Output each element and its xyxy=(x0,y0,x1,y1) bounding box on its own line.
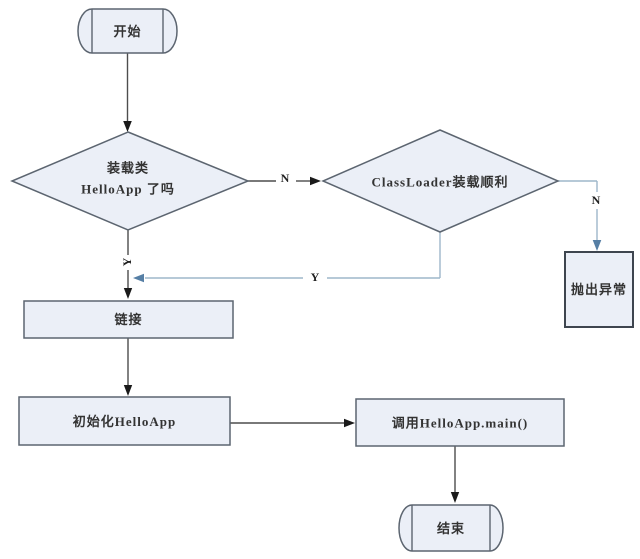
arrowhead-down-icon xyxy=(123,288,133,299)
load-check-shape xyxy=(10,131,250,231)
edge-label-n: N xyxy=(281,171,290,185)
edge-classloader-no: N xyxy=(558,180,602,251)
arrowhead-down-icon xyxy=(123,385,133,396)
edge-label-y: Y xyxy=(120,257,134,266)
edge-init-to-call-main xyxy=(230,418,355,428)
call-main-shape xyxy=(355,398,565,447)
load-check-label-line1: 装载类 xyxy=(106,161,149,176)
call-main-process: 调用HelloApp.main() xyxy=(355,398,565,447)
arrowhead-right-icon xyxy=(344,418,355,428)
arrowhead-down-icon xyxy=(450,492,460,503)
arrowhead-left-icon xyxy=(133,273,144,283)
classloader-check-label: ClassLoader装载顺利 xyxy=(371,175,508,190)
edge-load-check-yes: Y xyxy=(120,230,134,299)
edge-start-to-load-check xyxy=(123,53,132,132)
link-shape xyxy=(23,300,234,339)
start-node: 开始 xyxy=(77,8,178,54)
start-label: 开始 xyxy=(113,24,141,39)
edge-call-main-to-end xyxy=(450,446,460,503)
classloader-check-shape xyxy=(321,129,560,233)
edge-label-n: N xyxy=(592,193,601,207)
throw-exception-process: 抛出异常 xyxy=(564,251,634,328)
end-label: 结束 xyxy=(437,521,465,536)
edge-label-y: Y xyxy=(311,270,320,284)
load-check-label-line2: HelloApp 了吗 xyxy=(81,182,175,197)
throw-exception-label: 抛出异常 xyxy=(571,282,627,297)
call-main-label: 调用HelloApp.main() xyxy=(392,416,529,431)
end-node: 结束 xyxy=(398,504,504,552)
load-check-decision: 装载类 HelloApp 了吗 xyxy=(10,131,250,231)
link-label: 链接 xyxy=(113,312,142,327)
edge-link-to-init xyxy=(123,338,133,396)
throw-exception-shape xyxy=(564,251,634,328)
arrowhead-down-icon xyxy=(592,240,602,251)
init-helloapp-process: 初始化HelloApp xyxy=(18,396,231,446)
init-helloapp-label: 初始化HelloApp xyxy=(73,414,176,429)
edge-load-check-no: N xyxy=(248,171,321,186)
edge-classloader-yes: Y xyxy=(133,232,441,284)
arrowhead-right-icon xyxy=(310,176,321,186)
classloader-check-decision: ClassLoader装载顺利 xyxy=(321,129,560,233)
init-helloapp-shape xyxy=(18,396,231,446)
arrowhead-down-icon xyxy=(123,121,132,132)
link-process: 链接 xyxy=(23,300,234,339)
